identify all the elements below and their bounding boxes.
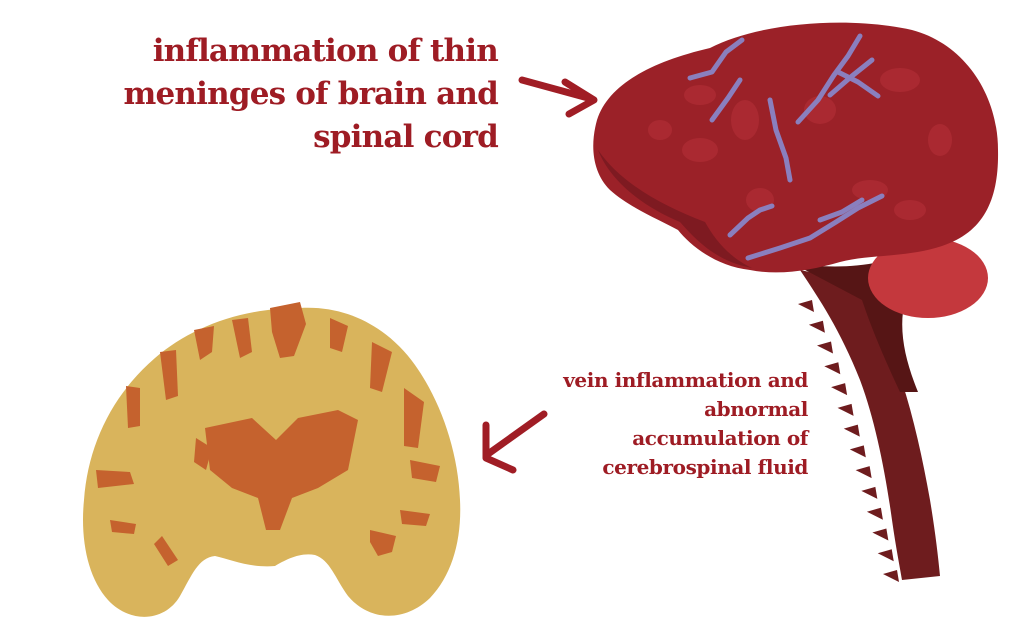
vein <box>827 57 875 98</box>
sulcus <box>194 326 214 360</box>
arrow-shaft <box>484 410 548 458</box>
sulcus <box>270 302 306 358</box>
sulcus <box>126 386 140 428</box>
label-line: spinal cord <box>313 119 499 155</box>
label-line: inflammation of thin <box>152 33 499 69</box>
meninges-label: inflammation of thin meninges of brain a… <box>120 30 498 159</box>
arrow-icon <box>482 410 548 474</box>
brain-cross-section-icon <box>83 302 461 617</box>
vein <box>687 37 745 81</box>
sulcus <box>370 530 396 556</box>
label-line: vein inflammation and <box>563 368 808 392</box>
spinal-nerve-root <box>883 570 899 582</box>
sulci-pattern <box>96 302 440 566</box>
brain-side-view-icon <box>593 22 999 273</box>
spinal-cord-body <box>800 270 940 580</box>
vein <box>835 69 881 99</box>
sulcus <box>410 460 440 482</box>
spinal-nerve-root <box>861 486 878 499</box>
arrow-head <box>561 78 598 118</box>
spinal-nerve-root <box>843 424 860 437</box>
sulcus <box>404 388 424 448</box>
vein <box>767 97 793 183</box>
spinal-nerve-root <box>872 528 889 541</box>
label-line: cerebrospinal fluid <box>602 455 808 479</box>
arrow-head <box>482 421 517 474</box>
label-line: accumulation of <box>632 426 808 450</box>
arrow-icon <box>518 76 598 118</box>
gyrus <box>648 120 672 140</box>
vein <box>745 193 885 261</box>
label-line: meninges of brain and <box>123 76 498 112</box>
vein <box>817 197 865 223</box>
sulcus <box>232 318 252 358</box>
sulcus <box>154 536 178 566</box>
spinal-nerve-root <box>849 445 866 458</box>
spinal-nerve-root <box>798 300 814 312</box>
gyrus <box>682 138 718 162</box>
vein <box>795 33 863 125</box>
spinal-nerve-root <box>808 320 825 333</box>
sulcus <box>110 520 136 534</box>
arrow-shaft <box>518 76 592 102</box>
spinal-nerve-root <box>855 466 872 479</box>
inflamed-veins <box>687 33 885 261</box>
spinal-nerve-root <box>831 383 848 396</box>
cerebellum <box>868 238 988 318</box>
label-line: abnormal <box>704 397 808 421</box>
brain-gyri <box>648 68 952 220</box>
gyrus <box>880 68 920 92</box>
sulcus <box>160 350 178 400</box>
sulcus <box>96 470 134 488</box>
gyrus <box>731 100 759 140</box>
vein <box>727 203 775 238</box>
gyrus <box>684 85 716 105</box>
spinal-nerve-root <box>837 403 854 416</box>
ventricles <box>205 410 358 530</box>
sulcus <box>330 318 348 352</box>
sulcus <box>370 342 392 392</box>
spinal-nerve-root <box>877 549 894 562</box>
vein-label: vein inflammation and abnormal accumulat… <box>520 366 808 482</box>
spinal-nerve-root <box>866 507 883 520</box>
spinal-nerve-root <box>817 341 834 354</box>
gyrus <box>894 200 926 220</box>
vein <box>709 77 743 123</box>
gyrus <box>928 124 952 156</box>
spinal-nerve-roots <box>798 300 899 582</box>
cerebrum-shadow <box>598 150 752 268</box>
spinal-nerve-root <box>824 362 841 375</box>
sulcus <box>400 510 430 526</box>
